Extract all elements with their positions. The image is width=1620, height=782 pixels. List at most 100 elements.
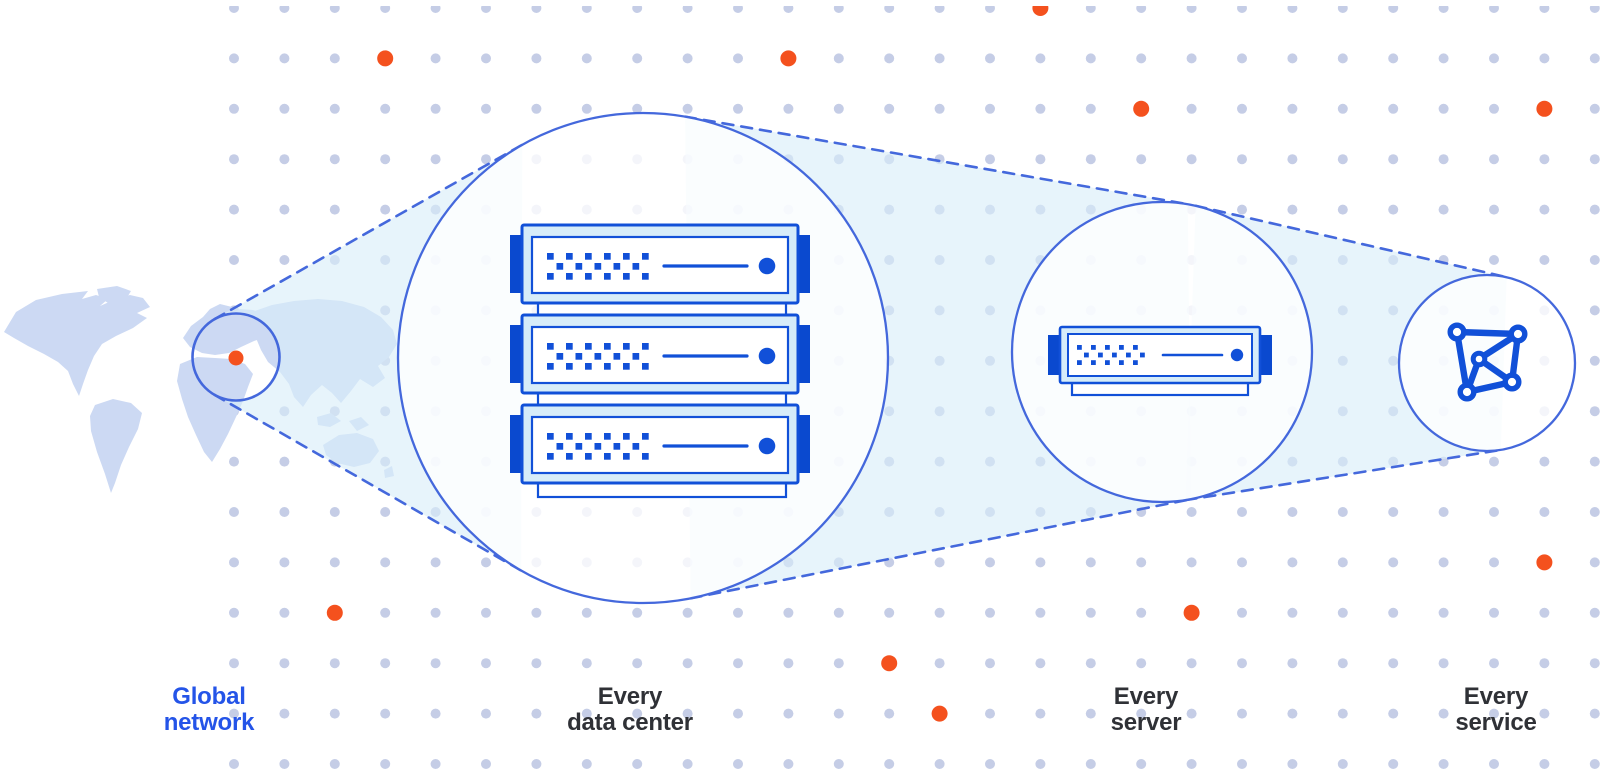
mesh-node [1502,372,1522,392]
grid-dot [329,557,340,568]
grid-dot [783,607,794,618]
vent-dot [1112,352,1117,358]
grid-dot [229,53,239,64]
vent-dot [566,253,573,260]
grid-dot [1589,708,1600,719]
grid-dot [1489,154,1499,165]
grid-dot [1237,557,1247,568]
grid-dot [682,708,693,719]
accent-dot [1133,100,1150,117]
grid-dot [1438,103,1449,114]
grid-dot [985,53,995,64]
grid-dot [481,708,491,719]
server-connector-band [536,391,788,407]
grid-dot [1035,154,1046,165]
vent-dot [604,253,611,260]
grid-dot [833,53,844,64]
vent-dot [585,363,592,370]
vent-dot [575,263,583,270]
dashed-tangent-line [689,497,1193,600]
grid-dot [1489,658,1499,669]
grid-dot [380,607,391,618]
vent-dot [642,453,649,460]
grid-dot [632,103,643,114]
vent-dot [594,353,602,360]
grid-dot [1589,456,1600,467]
grid-dot [1085,708,1096,719]
grid-dot [1237,507,1247,517]
beam-dashed-lines [213,115,1508,600]
grid-dot [380,204,391,215]
location-marker-dot [228,350,244,366]
vent-dot [623,433,630,440]
grid-dot [229,255,239,265]
map-highlight-circle [191,312,281,402]
grid-dot [380,759,391,769]
grid-dot [934,103,945,114]
grid-dot [1489,103,1499,114]
vent-dot [642,253,649,260]
grid-dot [581,658,592,669]
vent-dot [604,343,611,350]
grid-dot [632,708,643,719]
grid-dot [1489,708,1499,719]
grid-dot [1186,154,1197,165]
grid-dot [279,557,290,568]
grid-dot [934,557,945,568]
grid-dot [1388,658,1399,669]
server-face [530,235,790,295]
grid-dot [1287,154,1298,165]
grid-dot [481,103,491,114]
vent-dot [604,433,611,440]
grid-dot [1539,456,1550,467]
grid-dot [430,557,441,568]
grid-dot [1136,759,1147,769]
grid-dot [229,507,239,517]
grid-dot [1388,557,1399,568]
vent-dot [1084,352,1089,358]
grid-dot [1388,53,1399,64]
grid-dot [531,103,542,114]
grid-dot [1388,507,1399,517]
grid-dot [985,607,995,618]
vent-dot [575,353,583,360]
grid-dot [1035,103,1046,114]
grid-dot [1489,255,1499,265]
grid-dot [1337,658,1348,669]
grid-dot [1589,355,1600,366]
grid-dot [279,456,290,467]
grid-dot [1186,759,1197,769]
grid-dot [884,708,895,719]
grid-dot [380,154,391,165]
vent-dot [566,453,573,460]
grid-dot [229,204,239,215]
grid-dot [1388,759,1399,769]
grid-dot [1287,759,1298,769]
grid-dot [229,759,239,769]
grid-dot [1337,507,1348,517]
grid-dot [682,103,693,114]
grid-dot [329,708,340,719]
grid-dot [884,103,895,114]
label-line: server [1110,709,1182,736]
accent-dot [1536,554,1553,571]
grid-dot [279,103,290,114]
top-edge-mask [0,0,1620,6]
grid-dot [279,53,290,64]
grid-dot [1237,204,1247,215]
grid-dot [481,53,491,64]
grid-dot [733,658,743,669]
grid-dot [1237,708,1247,719]
vent-dot [623,343,630,350]
vent-dot [623,363,630,370]
vent-dot [547,343,554,350]
grid-dot [1489,759,1499,769]
grid-dot [1438,708,1449,719]
vent-dot [1098,352,1103,358]
grid-dot [531,607,542,618]
vent-dot [613,443,621,450]
grid-dot [329,759,340,769]
